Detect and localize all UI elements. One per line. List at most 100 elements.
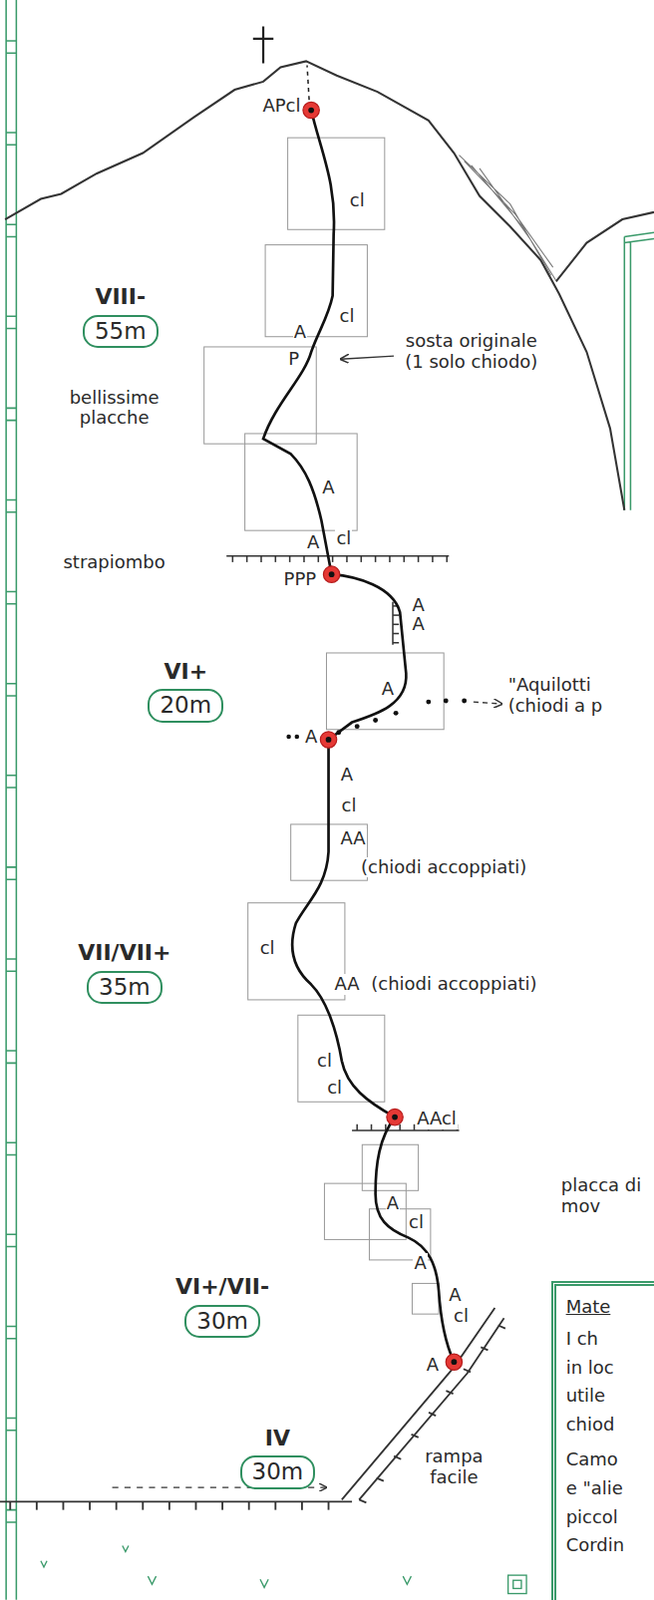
ramp-line bbox=[393, 1456, 401, 1460]
ground-line bbox=[301, 1501, 304, 1510]
overhang-line bbox=[374, 556, 377, 563]
overhang-line bbox=[392, 633, 399, 636]
bolt-dot bbox=[425, 699, 431, 705]
mountain-outline bbox=[4, 60, 654, 510]
leader-arrow bbox=[340, 355, 503, 704]
frame-line bbox=[5, 224, 16, 237]
belay-station bbox=[326, 736, 332, 743]
belay-station bbox=[445, 1353, 462, 1370]
frame-line bbox=[5, 0, 654, 1600]
pitch-symbol: A bbox=[447, 1285, 462, 1307]
pitch-box bbox=[204, 137, 444, 1314]
overhang-line bbox=[392, 614, 399, 617]
ramp-line bbox=[358, 1317, 504, 1500]
leader-arrow bbox=[473, 701, 503, 704]
ramp-line bbox=[463, 1368, 471, 1372]
grade-label: VII/VII+ bbox=[77, 940, 171, 967]
overhang-line bbox=[398, 1124, 401, 1131]
ground-line bbox=[221, 1501, 224, 1510]
note-label: strapiombo bbox=[61, 552, 166, 574]
pitch-box bbox=[326, 653, 444, 730]
box-text: in loc bbox=[566, 1356, 651, 1379]
belay-station bbox=[308, 107, 315, 114]
overhang-line bbox=[392, 642, 399, 645]
summit-cross bbox=[253, 26, 310, 101]
pitch-badge: VIII-55m bbox=[82, 315, 159, 349]
grass-mark bbox=[40, 1545, 527, 1594]
pitch-symbol: A bbox=[304, 726, 319, 748]
pitch-symbol: PPP bbox=[283, 569, 319, 591]
ramp-line bbox=[428, 1412, 436, 1416]
pitch-symbol: cl bbox=[259, 938, 277, 960]
ground-line bbox=[88, 1501, 91, 1510]
pitch-symbol: cl bbox=[316, 1050, 333, 1072]
overhang-line bbox=[331, 556, 334, 563]
overhang-line bbox=[226, 555, 449, 558]
overhang-line bbox=[275, 556, 278, 563]
overhang-line bbox=[392, 624, 399, 627]
pitch-length: 30m bbox=[252, 1458, 305, 1485]
overhang-line bbox=[226, 556, 459, 1131]
belay-station bbox=[328, 571, 335, 578]
pitch-box bbox=[204, 346, 318, 444]
pitch-length: 20m bbox=[159, 691, 212, 718]
pitch-symbol: cl bbox=[348, 190, 366, 212]
frame-line bbox=[5, 959, 16, 972]
belay-station bbox=[386, 1108, 403, 1125]
pitch-symbol: cl bbox=[338, 306, 356, 327]
box-text: e "alie bbox=[566, 1477, 651, 1500]
overhang-line bbox=[232, 556, 235, 563]
pitch-box bbox=[248, 903, 345, 1000]
frame-line bbox=[5, 0, 16, 1600]
overhang-line bbox=[445, 556, 448, 563]
note-label: rampa facile bbox=[409, 1446, 499, 1488]
box-text: Camo bbox=[566, 1448, 651, 1471]
frame-line bbox=[5, 316, 16, 328]
route-line bbox=[292, 739, 395, 1118]
route-line bbox=[328, 574, 407, 740]
pitch-symbol: A bbox=[412, 1253, 427, 1275]
pitch-symbol: AA bbox=[339, 828, 367, 850]
pitch-symbol: A bbox=[293, 322, 308, 343]
bolt-dot bbox=[372, 717, 378, 723]
pitch-symbol: cl bbox=[340, 795, 358, 817]
pitch-symbol: cl bbox=[452, 1306, 470, 1327]
ground-line bbox=[168, 1501, 171, 1510]
ramp-line bbox=[358, 1499, 366, 1503]
overhang-line bbox=[303, 556, 306, 563]
ramp-line bbox=[498, 1325, 506, 1329]
pitch-symbol: A bbox=[410, 595, 425, 617]
pitch-symbol: cl bbox=[326, 1077, 343, 1099]
box-text: Cordin bbox=[566, 1534, 651, 1557]
grade-label: IV bbox=[265, 1425, 291, 1452]
ground-line bbox=[141, 1501, 144, 1510]
frame-line bbox=[5, 1142, 16, 1155]
pitch-box bbox=[245, 433, 358, 531]
route-line bbox=[263, 110, 454, 1363]
ground-line bbox=[0, 1501, 352, 1504]
ground-line bbox=[62, 1501, 65, 1510]
pitch-length: 30m bbox=[196, 1308, 249, 1334]
ground-line bbox=[115, 1501, 118, 1510]
frame-line bbox=[5, 775, 16, 788]
note-label: bellissime placche bbox=[44, 387, 185, 429]
note-label: placca di mov bbox=[560, 1175, 650, 1217]
ground-line bbox=[0, 1501, 352, 1510]
belay-station bbox=[303, 101, 320, 118]
pitch-symbol: A bbox=[380, 678, 395, 700]
overhang-line bbox=[370, 1124, 373, 1131]
ramp-line bbox=[411, 1434, 419, 1438]
frame-line bbox=[5, 407, 16, 420]
route-line bbox=[263, 110, 334, 576]
overhang-line bbox=[345, 556, 348, 563]
note-label: sosta originale (1 solo chiodo) bbox=[393, 330, 550, 372]
grass-mark bbox=[40, 1545, 411, 1588]
grass-mark bbox=[508, 1575, 527, 1594]
pitch-symbol: AA bbox=[332, 974, 360, 995]
frame-line bbox=[5, 1050, 16, 1063]
overhang-line bbox=[355, 1124, 358, 1131]
route-line bbox=[375, 1117, 455, 1363]
pitch-symbol: A bbox=[321, 477, 335, 499]
ground-line bbox=[274, 1501, 277, 1510]
